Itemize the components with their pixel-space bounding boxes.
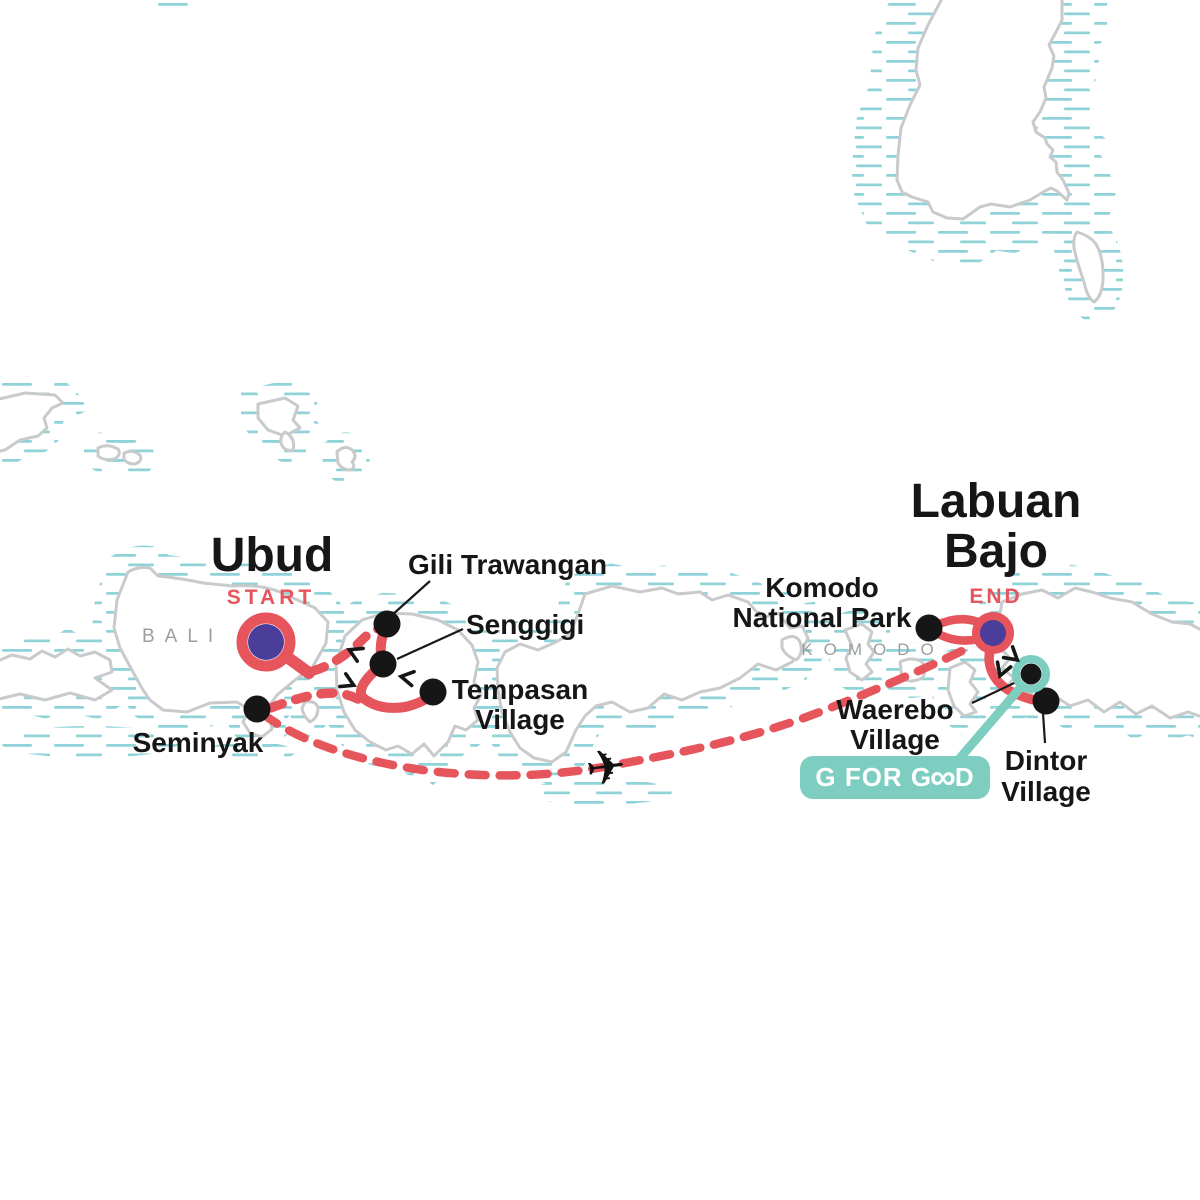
marker-waerebo-core xyxy=(1020,663,1042,685)
route-labuanbajo-dintor xyxy=(984,642,1044,706)
marker-labuanbajo-ring xyxy=(972,612,1014,654)
g-for-good-badge: G FOR G∞D xyxy=(800,756,990,799)
marker-labuanbajo-core xyxy=(980,620,1006,646)
marker-gili-trawangan xyxy=(373,610,401,638)
marker-komodo-np xyxy=(915,614,943,642)
route-tempasan-seminyak xyxy=(263,688,363,714)
marker-dintor xyxy=(1032,687,1060,715)
marker-tempasan xyxy=(419,678,447,706)
g-for-good-text-prefix: G FOR G xyxy=(815,762,933,792)
g-for-good-leader xyxy=(955,676,1031,763)
plane-icon: ✈ xyxy=(582,737,630,798)
leader-senggigi xyxy=(396,627,464,661)
marker-ubud-ring xyxy=(236,612,296,672)
sea-hatch-halos xyxy=(0,0,1200,805)
route-senggigi-tempasan xyxy=(356,659,437,713)
route-flight-seminyak-labuanbajo xyxy=(258,641,977,780)
marker-ubud-core xyxy=(248,624,284,660)
stop-markers xyxy=(236,610,1060,723)
islands xyxy=(0,0,1200,764)
leader-dintor xyxy=(1041,712,1047,744)
route-ubud-tail xyxy=(281,651,315,679)
route-direction-chevrons xyxy=(338,645,1021,689)
marker-senggigi xyxy=(369,650,397,678)
g-for-good-text-suffix: D xyxy=(954,762,975,792)
leader-gili xyxy=(390,580,431,617)
marker-seminyak xyxy=(243,695,271,723)
